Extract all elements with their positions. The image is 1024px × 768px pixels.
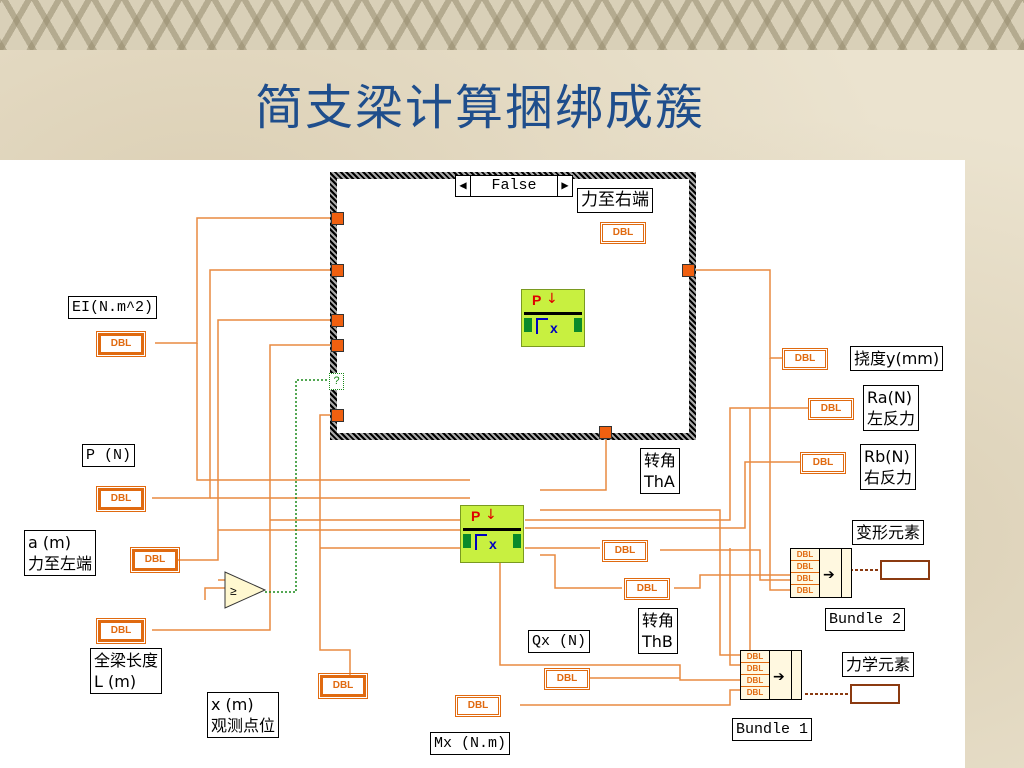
beam-subvi-inner[interactable]: P ↓ x bbox=[521, 289, 585, 347]
bundle-slot: DBL bbox=[741, 651, 769, 663]
force-to-right-indicator[interactable]: DBL bbox=[600, 222, 646, 244]
wire-l bbox=[152, 344, 336, 631]
a-control[interactable]: DBL bbox=[130, 547, 180, 573]
bundle-slot: DBL bbox=[791, 561, 819, 573]
ei-control[interactable]: DBL bbox=[96, 331, 146, 357]
support-icon bbox=[574, 318, 582, 332]
bundle-2-label: Bundle 2 bbox=[825, 608, 906, 631]
a-label: a (m) 力至左端 bbox=[24, 530, 97, 576]
deflection-indicator[interactable]: DBL bbox=[782, 348, 828, 370]
case-tunnel[interactable] bbox=[331, 212, 344, 225]
bundle-divider bbox=[841, 549, 842, 597]
bundle-divider bbox=[791, 651, 792, 699]
support-icon bbox=[524, 318, 532, 332]
ra-indicator[interactable]: DBL bbox=[808, 398, 854, 420]
beam-subvi-outer[interactable]: P ↓ x bbox=[460, 505, 524, 563]
subvi-p-label: P bbox=[471, 508, 481, 524]
mx-label: Mx (N.m) bbox=[430, 732, 511, 755]
wire-x bbox=[319, 414, 351, 685]
beam-bar bbox=[463, 528, 521, 531]
rotation-b-indicator[interactable]: DBL bbox=[624, 578, 670, 600]
slide-title: 简支梁计算捆绑成簇 bbox=[254, 80, 705, 136]
bundle-slot: DBL bbox=[791, 573, 819, 585]
step-icon bbox=[536, 318, 548, 334]
bundle-slot: DBL bbox=[741, 675, 769, 687]
l-label: 全梁长度 L (m) bbox=[90, 648, 163, 694]
ra-label: Ra(N) 左反力 bbox=[863, 385, 920, 431]
case-tunnel[interactable] bbox=[331, 409, 344, 422]
wire-p bbox=[152, 269, 336, 499]
bundle-divider bbox=[819, 549, 820, 597]
beam-bar bbox=[524, 312, 582, 315]
step-icon bbox=[475, 534, 487, 550]
case-tunnel[interactable] bbox=[682, 264, 695, 277]
case-next-arrow-icon[interactable]: ▶ bbox=[557, 176, 572, 196]
bundle-divider bbox=[769, 651, 770, 699]
rotation-b-label: 转角 ThB bbox=[638, 608, 679, 654]
bundle-2-node[interactable]: DBL DBL DBL DBL ➔ bbox=[790, 548, 852, 598]
case-tunnel[interactable] bbox=[599, 426, 612, 439]
mech-cluster-indicator[interactable] bbox=[850, 684, 900, 704]
subvi-x-label: x bbox=[550, 320, 558, 336]
decorative-border bbox=[0, 0, 1024, 50]
l-control[interactable]: DBL bbox=[96, 618, 146, 644]
arrow-down-icon: ↓ bbox=[546, 291, 558, 307]
p-control[interactable]: DBL bbox=[96, 486, 146, 512]
mx-indicator[interactable]: DBL bbox=[455, 695, 501, 717]
support-icon bbox=[513, 534, 521, 548]
wire-ei-lower bbox=[196, 343, 470, 481]
x-control[interactable]: DBL bbox=[318, 673, 368, 699]
compare-node bbox=[224, 571, 267, 609]
svg-text:≥: ≥ bbox=[230, 584, 237, 598]
case-tunnel[interactable] bbox=[331, 314, 344, 327]
coercion-tunnel[interactable]: ? bbox=[329, 373, 344, 390]
case-structure[interactable] bbox=[330, 172, 696, 440]
qx-indicator[interactable]: DBL bbox=[544, 668, 590, 690]
bundle-1-label: Bundle 1 bbox=[732, 718, 813, 741]
mech-cluster-label: 力学元素 bbox=[842, 652, 915, 677]
subvi-p-label: P bbox=[532, 292, 542, 308]
bundle-arrow-icon: ➔ bbox=[823, 567, 835, 583]
deflection-label: 挠度y(mm) bbox=[850, 346, 944, 371]
case-selector[interactable]: ◀ False ▶ bbox=[455, 175, 573, 197]
case-tunnel[interactable] bbox=[331, 339, 344, 352]
support-icon bbox=[463, 534, 471, 548]
rb-indicator[interactable]: DBL bbox=[800, 452, 846, 474]
bundle-slot: DBL bbox=[746, 688, 764, 697]
ei-label: EI(N.m^2) bbox=[68, 296, 158, 319]
rb-label: Rb(N) 右反力 bbox=[860, 444, 917, 490]
bundle-slot: DBL bbox=[796, 586, 814, 595]
case-selector-value: False bbox=[491, 177, 537, 194]
arrow-down-icon: ↓ bbox=[485, 507, 497, 523]
rotation-a-indicator[interactable]: DBL bbox=[602, 540, 648, 562]
case-tunnel[interactable] bbox=[331, 264, 344, 277]
bundle-arrow-icon: ➔ bbox=[773, 669, 785, 685]
x-label: x (m) 观测点位 bbox=[207, 692, 280, 738]
bundle-slot: DBL bbox=[791, 549, 819, 561]
bundle-1-node[interactable]: DBL DBL DBL DBL ➔ bbox=[740, 650, 802, 700]
deform-cluster-label: 变形元素 bbox=[852, 520, 925, 545]
wire-a bbox=[178, 319, 336, 561]
qx-label: Qx (N) bbox=[528, 630, 591, 653]
subvi-x-label: x bbox=[489, 536, 497, 552]
case-prev-arrow-icon[interactable]: ◀ bbox=[456, 176, 471, 196]
wire-ei bbox=[155, 217, 336, 344]
force-to-right-label: 力至右端 bbox=[577, 188, 653, 213]
bundle-slot: DBL bbox=[741, 663, 769, 675]
rotation-a-label: 转角 ThA bbox=[640, 448, 681, 494]
p-label: P (N) bbox=[82, 444, 136, 467]
deform-cluster-indicator[interactable] bbox=[880, 560, 930, 580]
